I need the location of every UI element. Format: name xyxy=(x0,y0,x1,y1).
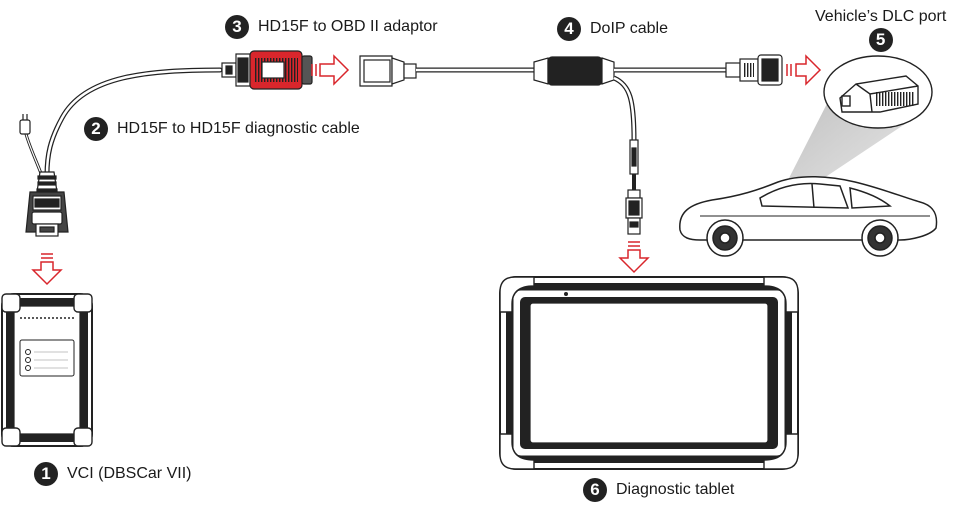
cable-side-plug xyxy=(19,114,31,135)
callout-obd2-adaptor: 3 HD15F to OBD II adaptor xyxy=(225,15,438,39)
arrow-right-icon xyxy=(786,54,822,86)
callout-label: HD15F to HD15F diagnostic cable xyxy=(117,120,360,137)
callout-number: 4 xyxy=(557,17,581,41)
hd15f-cable-connector xyxy=(25,171,69,237)
callout-number: 2 xyxy=(84,117,108,141)
hd15f-obd2-adaptor xyxy=(221,50,313,90)
callout-number: 3 xyxy=(225,15,249,39)
callout-doip-cable: 4 DoIP cable xyxy=(557,17,668,41)
callout-label: Vehicle’s DLC port xyxy=(815,8,947,25)
diagnostic-tablet xyxy=(499,276,799,470)
callout-label: Diagnostic tablet xyxy=(616,481,735,498)
vci-device xyxy=(1,293,93,447)
callout-label: VCI (DBSCar VII) xyxy=(67,465,192,482)
callout-vci: 1 VCI (DBSCar VII) xyxy=(34,462,191,486)
callout-label: DoIP cable xyxy=(590,20,668,37)
callout-label: HD15F to OBD II adaptor xyxy=(258,18,438,35)
vehicle-icon xyxy=(679,175,938,257)
arrow-right-icon xyxy=(311,54,350,86)
callout-number: 6 xyxy=(583,478,607,502)
callout-number: 1 xyxy=(34,462,58,486)
callout-diagnostic-cable: 2 HD15F to HD15F diagnostic cable xyxy=(84,117,360,141)
callout-diagnostic-tablet: 6 Diagnostic tablet xyxy=(583,478,734,502)
callout-dlc-port: Vehicle’s DLC port 5 xyxy=(815,8,946,52)
arrow-down-icon xyxy=(31,253,63,286)
arrow-down-icon xyxy=(618,241,650,274)
doip-cable xyxy=(359,54,783,235)
callout-number: 5 xyxy=(868,28,893,52)
dlc-port-zoom xyxy=(823,55,933,129)
